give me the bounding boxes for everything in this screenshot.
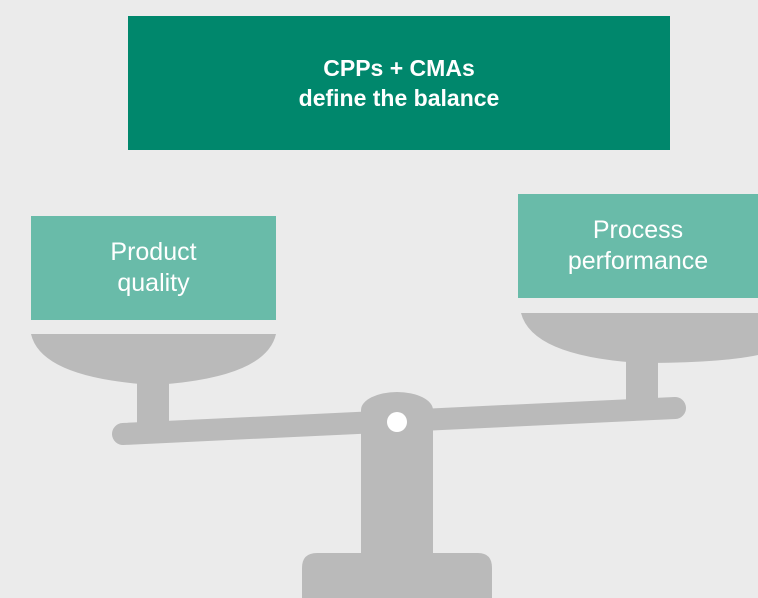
title-line-1: CPPs + CMAs <box>323 55 475 81</box>
product-quality-line-2: quality <box>117 269 190 297</box>
left-pan <box>31 334 276 385</box>
right-pan <box>521 313 758 363</box>
title-line-2: define the balance <box>298 85 500 111</box>
process-performance-line-1: Process <box>592 216 684 244</box>
process-performance-label: Process performance <box>518 194 758 298</box>
product-quality-line-1: Product <box>110 238 197 266</box>
left-pan-support <box>137 376 169 436</box>
title-box: CPPs + CMAs define the balance <box>128 16 670 150</box>
product-quality-label: Product quality <box>31 216 276 320</box>
process-performance-line-2: performance <box>567 247 709 275</box>
scale-pivot <box>361 392 433 420</box>
scale-post <box>361 410 433 560</box>
scale-base <box>302 553 492 598</box>
pivot-hole <box>387 412 407 432</box>
